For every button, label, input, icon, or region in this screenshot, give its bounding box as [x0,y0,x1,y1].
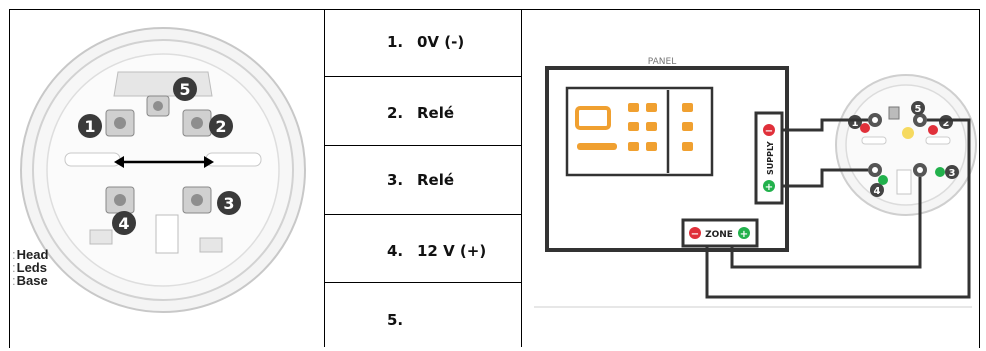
terminal-label: 0V (-) [417,33,465,51]
terminal-number: 2. [387,104,404,122]
legend-head: Head [12,248,49,261]
zone-minus-sign: − [691,229,699,240]
terminal-row-3: 3. Relé [325,146,521,215]
legend-leds: Leds [12,261,48,274]
wiring-terminal-4: 4 [874,186,881,197]
column-divider-left [324,9,325,347]
wiring-diagram-cell: PANEL − + SUPPLY − ZONE + [522,10,977,347]
terminal-badge-1: 1 [78,114,102,138]
wiring-terminal-5: 5 [915,104,922,115]
detector-base-cell: 1 2 3 4 5 Head Leds Base [10,10,324,347]
terminal-number: 4. [387,242,404,260]
zone-plus-sign: + [740,229,748,240]
svg-text:5: 5 [179,80,190,99]
terminal-label: Relé [417,104,455,122]
terminal-list: 1. 0V (-) 2. Relé 3. Relé 4. 12 V (+) 5. [325,10,521,347]
zone-label: ZONE [705,230,733,240]
terminal-label: Relé [417,171,455,189]
terminal-label: 12 V (+) [417,242,487,260]
supply-minus-sign: − [765,126,773,137]
terminal-row-4: 4. 12 V (+) [325,215,521,283]
table-frame [9,9,980,348]
terminal-badge-2: 2 [209,114,233,138]
base-legend: Head Leds Base [12,248,49,287]
terminal-number: 3. [387,171,404,189]
supply-label: SUPPLY [766,141,775,175]
wiring-terminal-2: 2 [943,118,950,129]
wiring-terminal-3: 3 [949,168,956,179]
wiring-diagram: PANEL − + SUPPLY − ZONE + [534,57,977,308]
svg-text:3: 3 [223,194,234,213]
terminal-row-2: 2. Relé [325,77,521,146]
panel-header-fragment: PANEL [648,57,676,67]
terminal-badge-4: 4 [112,211,136,235]
terminal-number: 1. [387,33,404,51]
supply-plus-sign: + [765,182,773,193]
terminal-row-5: 5. [325,283,521,347]
legend-base: Base [12,274,48,287]
terminal-badge-3: 3 [217,191,241,215]
svg-text:2: 2 [215,117,226,136]
terminal-number: 5. [387,311,404,329]
detector-base-diagram: 1 2 3 4 5 [20,27,306,313]
terminal-row-1: 1. 0V (-) [325,10,521,77]
column-divider-right [521,9,522,347]
terminal-badge-5: 5 [173,77,197,101]
svg-text:4: 4 [118,214,129,233]
svg-text:1: 1 [84,117,95,136]
wiring-terminal-1: 1 [852,118,859,129]
